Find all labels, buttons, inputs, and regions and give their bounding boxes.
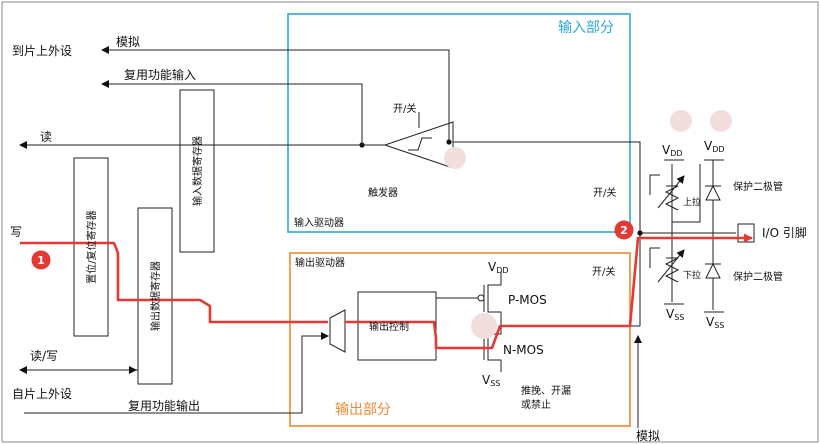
junction-dot xyxy=(637,230,643,236)
odr-label: 输出数据寄存器 xyxy=(149,261,162,331)
vss-label-diode: VSS xyxy=(706,315,724,330)
output-mux xyxy=(329,309,346,353)
output-control-box xyxy=(357,291,437,361)
svg-text:1: 1 xyxy=(37,254,45,267)
schmitt-trigger xyxy=(383,121,454,169)
output-mode-label-2: 或禁止 xyxy=(521,399,551,411)
step-badge-1: 1 xyxy=(31,250,51,270)
placeholder-circle xyxy=(471,313,497,339)
alt-func-output-label: 复用功能输出 xyxy=(128,398,200,413)
vss-rail-bottom xyxy=(664,303,724,313)
vss-label-pulldown: VSS xyxy=(666,307,684,322)
trigger-switch-label: 开/关 xyxy=(393,102,416,115)
bit-set-reset-register xyxy=(73,157,109,337)
output-control-label: 输出控制 xyxy=(369,320,409,333)
input-section-box xyxy=(287,13,631,233)
analog-label-bottom: 模拟 xyxy=(636,429,660,443)
hysteresis-icon xyxy=(408,137,432,151)
n-mos-label: N-MOS xyxy=(503,343,544,357)
vdd-label-pullup: VDD xyxy=(662,143,683,158)
protection-diode-label-top: 保护二极管 xyxy=(733,180,783,193)
pull-up-resistor xyxy=(649,164,701,233)
pull-up-label: 上拉 xyxy=(683,196,701,208)
from-peripheral-label: 自片上外设 xyxy=(12,387,72,401)
output-driver-label: 输出驱动器 xyxy=(295,256,345,269)
pull-down-resistor xyxy=(649,233,685,302)
placeholder-circle xyxy=(710,110,732,132)
output-switch-label: 开/关 xyxy=(592,265,615,278)
to-peripheral-label: 到片上外设 xyxy=(12,44,72,58)
write-path-highlight xyxy=(20,241,328,324)
alt-func-input-label: 复用功能输入 xyxy=(124,67,196,82)
vdd-label-mos: VDD xyxy=(488,260,509,275)
output-section-title: 输出部分 xyxy=(335,402,391,418)
protection-diode-top xyxy=(705,160,721,233)
write-path-highlight-2 xyxy=(345,233,753,350)
wire-alt-func-output xyxy=(24,332,329,414)
analog-label-top: 模拟 xyxy=(116,35,140,49)
step-badge-2: 2 xyxy=(614,220,634,240)
input-section-title: 输入部分 xyxy=(558,20,614,36)
wire-analog-out xyxy=(101,46,450,142)
p-mos-label: P-MOS xyxy=(508,293,547,307)
svg-text:2: 2 xyxy=(620,224,628,237)
bsrr-label: 置位/复位寄存器 xyxy=(85,210,98,283)
wire-alt-func-input xyxy=(101,80,363,145)
pull-down-label: 下拉 xyxy=(683,269,701,281)
io-pin-label: I/O 引脚 xyxy=(762,225,807,240)
trigger-label: 触发器 xyxy=(368,186,398,199)
wire-pin-vertical xyxy=(631,141,641,326)
protection-diode-label-bottom: 保护二极管 xyxy=(733,270,783,283)
placeholder-circle xyxy=(444,147,466,169)
placeholder-circle xyxy=(670,110,692,132)
input-switch-label: 开/关 xyxy=(593,186,616,199)
input-driver-label: 输入驱动器 xyxy=(294,216,344,229)
protection-diode-bottom xyxy=(705,233,721,310)
vss-label-mos: VSS xyxy=(482,373,500,388)
p-mos-transistor xyxy=(436,272,502,326)
write-label: 写 xyxy=(10,225,22,239)
output-section-box xyxy=(289,252,631,427)
vdd-label-diode: VDD xyxy=(704,139,725,154)
read-label: 读 xyxy=(40,130,52,144)
read-write-label: 读/写 xyxy=(30,349,58,363)
input-data-register xyxy=(179,89,215,253)
output-data-register xyxy=(137,207,173,385)
output-mode-label-1: 推挽、开漏 xyxy=(521,384,571,397)
idr-label: 输入数据寄存器 xyxy=(191,136,204,206)
